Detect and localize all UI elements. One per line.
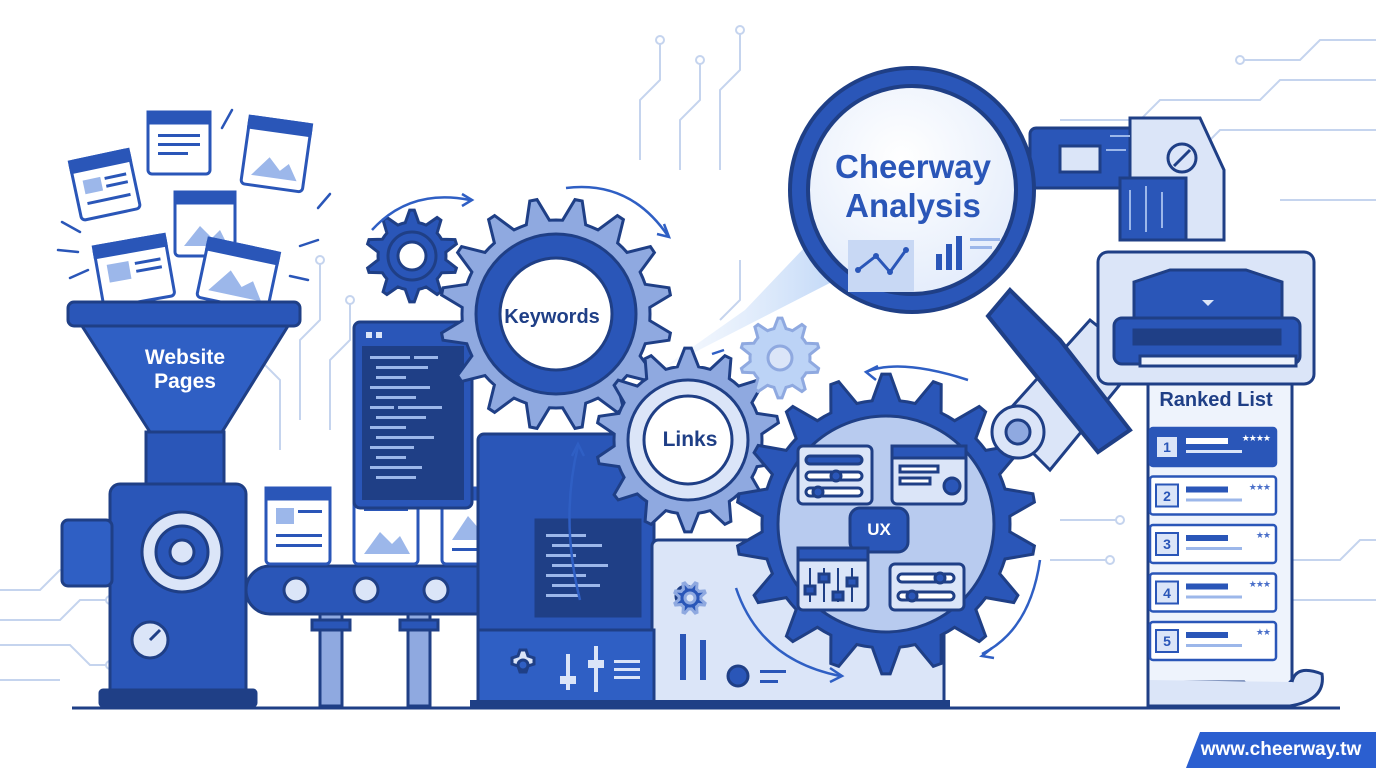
ranked-list-rank-number: 1 [1163, 439, 1171, 455]
code-screen [352, 320, 474, 510]
ranked-list-rating-stars: ★★★ [1248, 482, 1271, 493]
ux-panels [796, 444, 968, 612]
ranked-list-rating-stars: ★★★★ [1241, 434, 1271, 444]
ranked-list-rank-number: 5 [1163, 633, 1171, 649]
ranked-list-rank-number: 3 [1163, 536, 1171, 552]
funnel-label: Website Pages [144, 346, 226, 394]
gear-keywords [439, 197, 673, 431]
gear-tiny [673, 316, 821, 615]
site-url-badge[interactable]: www.cheerway.tw [1186, 732, 1376, 768]
ranked-list-rating-stars: ★★ [1255, 628, 1271, 638]
gear-small-left [365, 208, 459, 304]
grinder-machine [60, 482, 258, 708]
motion-sparks [56, 108, 332, 282]
ranked-list-rank-number: 2 [1163, 487, 1171, 504]
gear-links [595, 346, 781, 534]
keywords-gear-label: Keywords [504, 306, 600, 328]
magnifier-label: Cheerway Analysis [835, 148, 991, 224]
ranked-list-printer [1096, 250, 1324, 708]
ranked-list-row [1148, 572, 1278, 613]
ranked-list-row [1148, 523, 1278, 565]
ux-gear-label: UX [867, 520, 891, 539]
ranked-list-rank-number: 4 [1163, 584, 1171, 601]
ranked-list-rating-stars: ★★★ [1248, 579, 1271, 590]
ranked-list-row [1148, 620, 1278, 662]
web-page-cards [67, 110, 314, 313]
process-arrows [371, 185, 1042, 684]
funnel [66, 300, 302, 490]
ranked-list-row [1148, 475, 1278, 516]
links-gear-label: Links [662, 428, 718, 451]
ranked-list-row [1148, 426, 1278, 468]
ranked-list-title: Ranked List [1159, 389, 1273, 411]
magnifying-glass [788, 66, 1133, 455]
ranked-list-rating-stars: ★★ [1255, 531, 1271, 541]
